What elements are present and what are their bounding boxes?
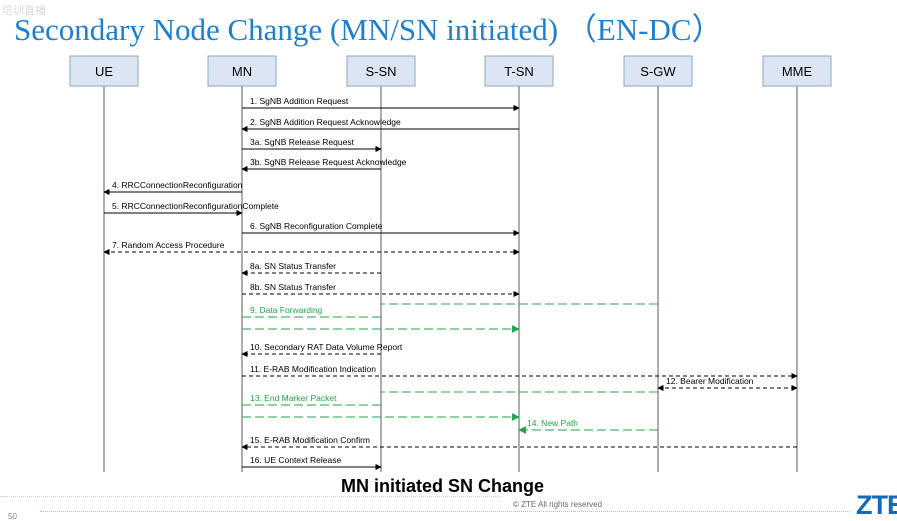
entity-label-sgw: S-GW [640,64,676,79]
zte-logo: ZTE [856,490,897,520]
entity-label-mme: MME [782,64,813,79]
footer-divider-lower [40,511,850,512]
message-label-2: 2. SgNB Addition Request Acknowledge [250,117,401,127]
message-label-4: 3b. SgNB Release Request Acknowledge [250,157,407,167]
message-label-3: 3a. SgNB Release Request [250,137,355,147]
message-label-15: 11. E-RAB Modification Indication [250,364,376,374]
message-label-14: 10. Secondary RAT Data Volume Report [250,342,403,352]
message-label-22: 16. UE Context Release [250,455,341,465]
page-title: Secondary Node Change (MN/SN initiated) … [14,12,723,47]
entity-box-mme [762,55,832,87]
entity-box-mn [207,55,277,87]
message-label-6: 5. RRCConnectionReconfigurationComplete [112,201,279,211]
message-label-18: 13. End Marker Packet [250,393,337,403]
message-label-8: 7. Random Access Procedure [112,240,225,250]
message-label-12: 9. Data Forwarding [250,305,323,315]
entity-label-tsn: T-SN [504,64,534,79]
entity-box-tsn [484,55,554,87]
message-label-5: 4. RRCConnectionReconfiguration [112,180,243,190]
entity-box-ssn [346,55,416,87]
message-label-9: 8a. SN Status Transfer [250,261,336,271]
entity-box-ue [69,55,139,87]
entity-label-ue: UE [95,64,113,79]
message-label-1: 1. SgNB Addition Request [250,96,349,106]
page-number: 50 [8,512,17,521]
message-label-10: 8b. SN Status Transfer [250,282,336,292]
message-label-16: 12. Bearer Modification [666,376,754,386]
message-label-20: 14. New Path [527,418,578,428]
message-label-7: 6. SgNB Reconfiguration Complete [250,221,383,231]
entity-box-sgw [623,55,693,87]
footer-divider [0,496,500,497]
entity-label-mn: MN [232,64,252,79]
entity-label-ssn: S-SN [365,64,396,79]
watermark: 培训直播 [2,5,46,17]
message-label-21: 15. E-RAB Modification Confirm [250,435,370,445]
diagram-caption: MN initiated SN Change [340,476,544,496]
copyright-text: © ZTE All rights reserved [513,500,603,509]
